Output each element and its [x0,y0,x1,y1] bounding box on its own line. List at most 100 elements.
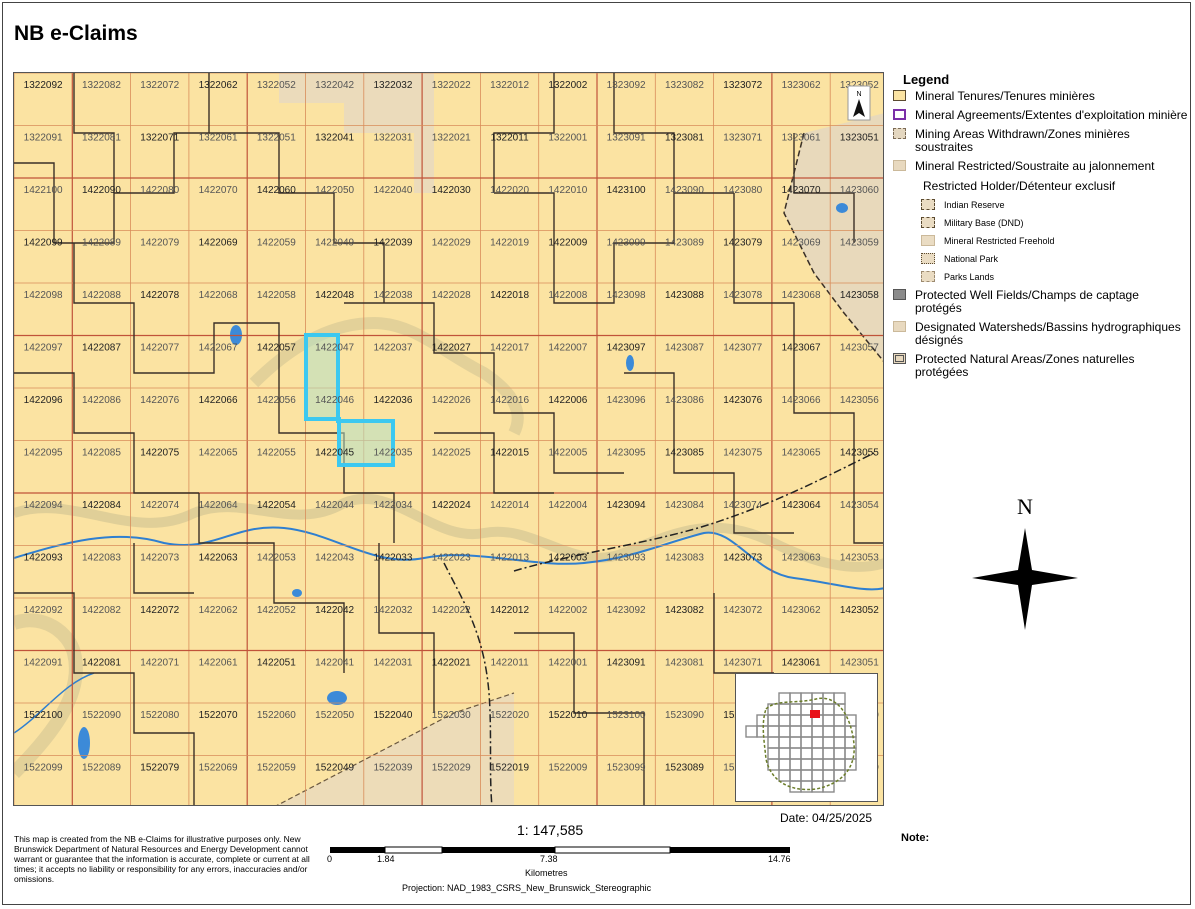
claim-cell-label[interactable]: 1422057 [257,343,296,354]
claim-cell-label[interactable]: 1523089 [665,763,704,774]
claim-cell-label[interactable]: 1422070 [199,185,238,196]
claim-cell-label[interactable]: 1423082 [665,605,704,616]
claim-cell-label[interactable]: 1422083 [82,553,121,564]
claim-cell-label[interactable]: 1422066 [199,395,238,406]
claim-cell-label[interactable]: 1323051 [840,133,879,144]
claim-cell-label[interactable]: 1422003 [548,553,587,564]
claim-cell-label[interactable]: 1523090 [665,710,704,721]
claim-cell-label[interactable]: 1322031 [373,133,412,144]
claim-cell-label[interactable]: 1422058 [257,290,296,301]
claim-cell-label[interactable]: 1522029 [432,763,471,774]
claim-cell-label[interactable]: 1422068 [199,290,238,301]
claim-cell-label[interactable]: 1422006 [548,395,587,406]
claim-cell-label[interactable]: 1423051 [840,658,879,669]
claim-cell-label[interactable]: 1522059 [257,763,296,774]
claim-cell-label[interactable]: 1422047 [315,343,354,354]
claim-cell-label[interactable]: 1422096 [24,395,63,406]
claim-cell-label[interactable]: 1322061 [199,133,238,144]
claim-cell-label[interactable]: 1422093 [24,553,63,564]
claim-cell-label[interactable]: 1322012 [490,80,529,91]
claim-cell-label[interactable]: 1522060 [257,710,296,721]
claim-cell-label[interactable]: 1422021 [432,658,471,669]
claim-cell-label[interactable]: 1523100 [607,710,646,721]
claim-cell-label[interactable]: 1422045 [315,448,354,459]
claim-cell-label[interactable]: 1422089 [82,238,121,249]
claim-cell-label[interactable]: 1423085 [665,448,704,459]
claim-cell-label[interactable]: 1423076 [723,395,762,406]
claim-cell-label[interactable]: 1422018 [490,290,529,301]
claim-cell-label[interactable]: 1423091 [607,658,646,669]
claim-cell-label[interactable]: 1422032 [373,605,412,616]
claim-cell-label[interactable]: 1422016 [490,395,529,406]
claim-cell-label[interactable]: 1422072 [140,605,179,616]
claim-cell-label[interactable]: 1423053 [840,553,879,564]
claim-cell-label[interactable]: 1423078 [723,290,762,301]
claim-cell-label[interactable]: 1423066 [782,395,821,406]
claim-cell-label[interactable]: 1422029 [432,238,471,249]
claim-cell-label[interactable]: 1422084 [82,500,121,511]
claim-cell-label[interactable]: 1422027 [432,343,471,354]
claim-cell-label[interactable]: 1322041 [315,133,354,144]
claim-cell-label[interactable]: 1423059 [840,238,879,249]
claim-cell-label[interactable]: 1522019 [490,763,529,774]
claim-cell-label[interactable]: 1422073 [140,553,179,564]
claim-cell-label[interactable]: 1422007 [548,343,587,354]
claim-cell-label[interactable]: 1322002 [548,80,587,91]
claim-cell-label[interactable]: 1422009 [548,238,587,249]
claim-cell-label[interactable]: 1423067 [782,343,821,354]
claim-cell-label[interactable]: 1422005 [548,448,587,459]
claim-cell-label[interactable]: 1322081 [82,133,121,144]
claim-cell-label[interactable]: 1422041 [315,658,354,669]
claim-cell-label[interactable]: 1422064 [199,500,238,511]
claim-cell-label[interactable]: 1422088 [82,290,121,301]
claim-cell-label[interactable]: 1323091 [607,133,646,144]
claim-cell-label[interactable]: 1522079 [140,763,179,774]
claim-cell-label[interactable]: 1323061 [782,133,821,144]
claim-cell-label[interactable]: 1422067 [199,343,238,354]
claim-cell-label[interactable]: 1322071 [140,133,179,144]
claim-cell-label[interactable]: 1322042 [315,80,354,91]
claim-cell-label[interactable]: 1423065 [782,448,821,459]
claim-cell-label[interactable]: 1422086 [82,395,121,406]
claim-cell-label[interactable]: 1522099 [24,763,63,774]
claim-cell-label[interactable]: 1522080 [140,710,179,721]
claim-cell-label[interactable]: 1423092 [607,605,646,616]
claim-cell-label[interactable]: 1322072 [140,80,179,91]
claim-cell-label[interactable]: 1422034 [373,500,412,511]
claim-cell-label[interactable]: 1522069 [199,763,238,774]
claim-cell-label[interactable]: 1422001 [548,658,587,669]
claim-cell-label[interactable]: 1423088 [665,290,704,301]
claim-cell-label[interactable]: 1423087 [665,343,704,354]
claim-cell-label[interactable]: 1422026 [432,395,471,406]
claim-cell-label[interactable]: 1422020 [490,185,529,196]
claim-cell-label[interactable]: 1422013 [490,553,529,564]
claim-cell-label[interactable]: 1423064 [782,500,821,511]
claim-cell-label[interactable]: 1423070 [782,185,821,196]
claim-cell-label[interactable]: 1423083 [665,553,704,564]
claim-cell-label[interactable]: 1522039 [373,763,412,774]
claim-cell-label[interactable]: 1423098 [607,290,646,301]
claim-cell-label[interactable]: 1323081 [665,133,704,144]
claim-cell-label[interactable]: 1423057 [840,343,879,354]
claim-cell-label[interactable]: 1422030 [432,185,471,196]
claim-cell-label[interactable]: 1423058 [840,290,879,301]
claim-cell-label[interactable]: 1422053 [257,553,296,564]
claim-cell-label[interactable]: 1422078 [140,290,179,301]
claim-cell-label[interactable]: 1522009 [548,763,587,774]
claim-cell-label[interactable]: 1322051 [257,133,296,144]
claim-cell-label[interactable]: 1423094 [607,500,646,511]
claim-cell-label[interactable]: 1422063 [199,553,238,564]
claim-cell-label[interactable]: 1522030 [432,710,471,721]
claim-cell-label[interactable]: 1323092 [607,80,646,91]
claim-cell-label[interactable]: 1422065 [199,448,238,459]
claim-cell-label[interactable]: 1322082 [82,80,121,91]
selected-claim-highlight[interactable] [304,333,395,467]
claim-cell-label[interactable]: 1423056 [840,395,879,406]
claim-cell-label[interactable]: 1422097 [24,343,63,354]
claim-cell-label[interactable]: 1422014 [490,500,529,511]
claim-cell-label[interactable]: 1423072 [723,605,762,616]
claim-cell-label[interactable]: 1423074 [723,500,762,511]
claim-cell-label[interactable]: 1422004 [548,500,587,511]
claim-cell-label[interactable]: 1422048 [315,290,354,301]
claim-cell-label[interactable]: 1422015 [490,448,529,459]
